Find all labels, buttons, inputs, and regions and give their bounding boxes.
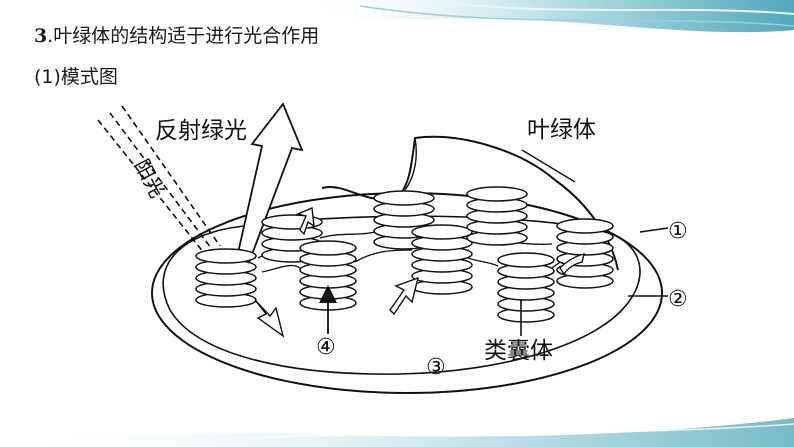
thylakoid-disc bbox=[497, 252, 555, 268]
marker-4: ④ bbox=[316, 335, 336, 360]
label-sunlight: 阳光 bbox=[130, 155, 170, 202]
granum-stack bbox=[497, 252, 555, 323]
sunlight-rays bbox=[97, 105, 221, 259]
footer-wave-decoration bbox=[0, 418, 794, 447]
heading-number: 3 bbox=[34, 25, 48, 47]
inner-membrane bbox=[162, 215, 641, 375]
thylakoid-disc bbox=[373, 190, 435, 206]
marker-1-leader bbox=[639, 227, 669, 233]
label-chloroplast: 叶绿体 bbox=[527, 117, 596, 143]
heading-text: 叶绿体的结构适于进行光合作用 bbox=[53, 25, 320, 47]
subheading-model-diagram: (1)模式图 bbox=[34, 66, 118, 88]
internal-arrows bbox=[254, 206, 585, 338]
label-reflected-green-light: 反射绿光 bbox=[155, 118, 247, 144]
section-heading: 3.叶绿体的结构适于进行光合作用 bbox=[34, 21, 319, 48]
thylakoid-disc bbox=[195, 248, 257, 264]
granum-stack bbox=[195, 248, 257, 308]
marker-3: ③ bbox=[426, 355, 446, 380]
reflected-light-arrow bbox=[234, 102, 304, 267]
grana-stacks bbox=[195, 186, 614, 323]
label-thylakoid: 类囊体 bbox=[484, 338, 553, 364]
thylakoid-disc bbox=[411, 224, 473, 240]
granum-stack bbox=[556, 218, 614, 289]
granum-stack bbox=[299, 240, 357, 311]
thylakoid-disc bbox=[299, 240, 357, 256]
granum-stack bbox=[411, 224, 473, 295]
heading-dot: . bbox=[47, 25, 54, 47]
thylakoid-disc bbox=[556, 218, 614, 234]
thylakoid-disc bbox=[466, 186, 528, 202]
header-wave-decoration bbox=[300, 0, 794, 33]
marker-1: ① bbox=[668, 219, 688, 244]
marker-2: ② bbox=[668, 287, 688, 312]
chloroplast-pointer bbox=[521, 149, 576, 183]
granum-stack bbox=[466, 186, 528, 246]
